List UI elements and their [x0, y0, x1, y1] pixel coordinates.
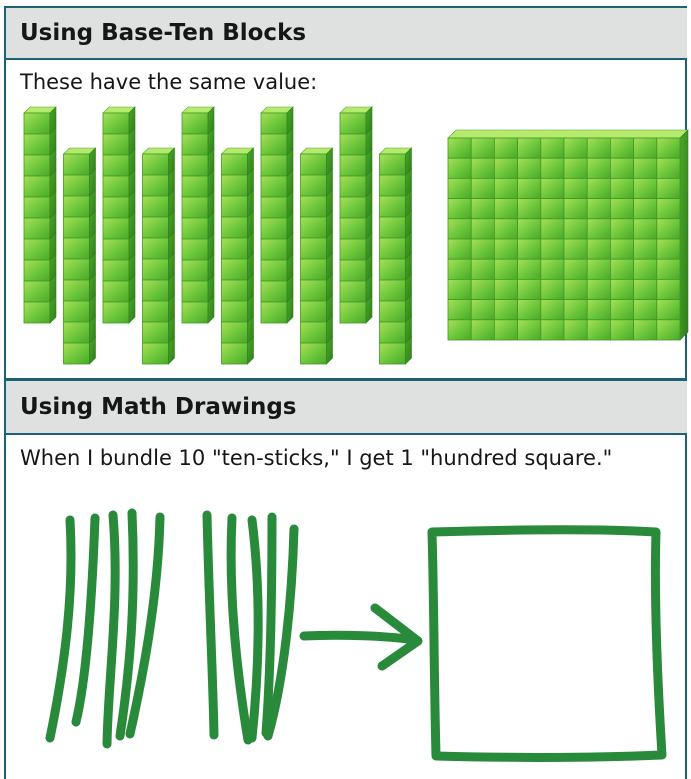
drawn-ten-stick: [263, 524, 299, 741]
drawn-arrow-shaft: [299, 630, 421, 645]
divider: [6, 433, 687, 435]
section-subtitle: These have the same value:: [20, 70, 318, 94]
ten-stick: [181, 106, 215, 324]
section-title: Using Math Drawings: [20, 394, 297, 420]
drawn-ten-stick: [226, 513, 253, 745]
ten-stick: [378, 147, 413, 365]
ten-stick: [141, 147, 176, 365]
ten-stick: [339, 106, 373, 324]
ten-stick: [62, 147, 97, 365]
hundred-square-block: [447, 129, 689, 341]
section-header-math-drawings: Using Math Drawings: [6, 381, 687, 433]
divider: [6, 58, 687, 60]
drawn-ten-stick: [71, 513, 100, 727]
drawn-ten-stick: [115, 508, 138, 741]
section-divider: [4, 378, 687, 381]
ten-sticks-group: [23, 106, 413, 365]
drawn-hundred-square: [427, 525, 667, 762]
section-subtitle: When I bundle 10 "ten-sticks," I get 1 "…: [20, 446, 613, 470]
ten-stick: [102, 106, 136, 324]
drawn-ten-stick: [202, 510, 219, 740]
base-ten-blocks-illustration: [23, 106, 689, 365]
drawn-arrow-head: [370, 603, 423, 671]
section-header-base-ten: Using Base-Ten Blocks: [6, 8, 687, 58]
drawn-ten-stick: [102, 510, 120, 749]
ten-stick: [220, 147, 255, 365]
drawn-ten-stick: [247, 515, 263, 743]
drawn-ten-stick: [45, 515, 76, 743]
ten-stick: [260, 106, 294, 324]
section-title: Using Base-Ten Blocks: [20, 20, 307, 46]
ten-stick: [299, 147, 334, 365]
ten-stick: [23, 106, 57, 324]
unit-cube: [656, 319, 681, 341]
drawn-ten-stick: [125, 512, 165, 739]
drawn-ten-stick: [261, 512, 277, 738]
